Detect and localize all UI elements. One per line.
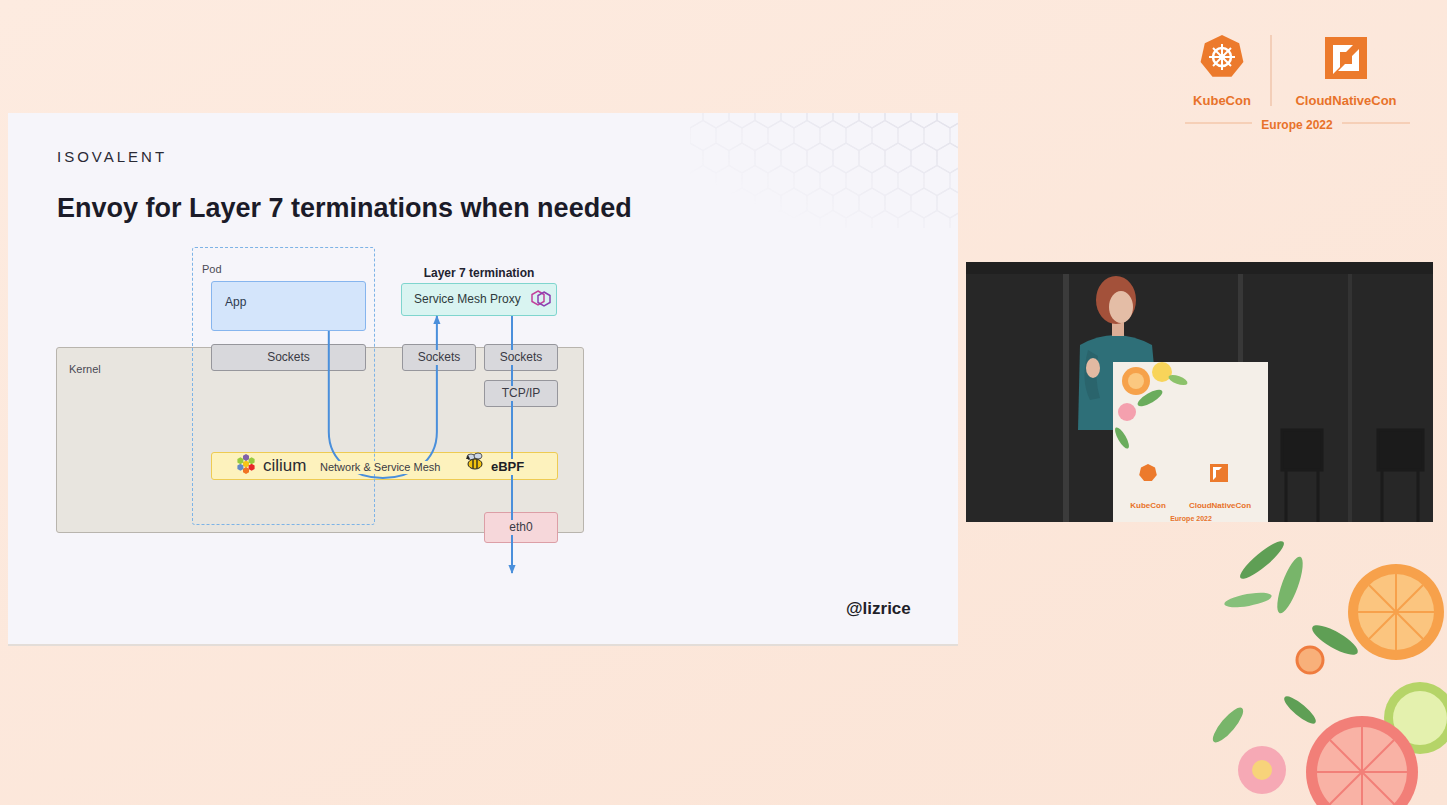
label-block: CloudNativeCon <box>1295 91 1396 109</box>
label-block: KubeCon <box>1193 91 1251 109</box>
label-block: CloudNativeCon <box>1189 494 1251 512</box>
fruit-flower-decoration <box>1208 537 1447 805</box>
ebpf-datapath-bar: cilium Network & Service Mesh eBPF <box>211 452 558 480</box>
pod-boundary: PodAppSockets <box>192 247 375 525</box>
speaker-video <box>966 262 1433 522</box>
label-block: KubeCon <box>1130 494 1166 512</box>
node-label: TCP/IP <box>499 386 544 400</box>
text-slot: Network & Service Mesh <box>317 457 488 475</box>
podium-label: KubeCon <box>1130 501 1166 511</box>
event-label: CloudNativeCon <box>1295 93 1396 109</box>
app-box: App <box>211 281 366 331</box>
node-label: eBPF <box>488 459 527 475</box>
node-label: Sockets <box>497 350 546 364</box>
socket-box: Sockets <box>402 344 476 371</box>
handle-label: @lizrice <box>846 599 911 619</box>
node-label: cilium <box>260 456 309 476</box>
label-block: @lizrice <box>846 599 911 619</box>
logo-divider <box>1270 35 1272 106</box>
ebpf-bee-logo <box>466 453 482 469</box>
slide-title: Envoy for Layer 7 terminations when need… <box>57 192 632 224</box>
node-label: Sockets <box>264 350 313 364</box>
envoy-logo <box>532 291 550 306</box>
node-heading: Layer 7 termination <box>424 266 535 280</box>
text-slot: eBPF <box>488 457 527 475</box>
label-block: ISOVALENT <box>57 148 167 166</box>
heading-slot: Layer 7 termination <box>382 263 576 281</box>
hexagon-pattern <box>690 113 958 228</box>
socket-box: Sockets <box>484 344 558 371</box>
cloudnativecon-logo <box>1325 37 1367 79</box>
event-label: KubeCon <box>1193 93 1251 109</box>
node-label: Sockets <box>415 350 464 364</box>
slide-panel <box>8 113 958 645</box>
interface-box: eth0 <box>484 512 558 543</box>
brand-label: ISOVALENT <box>57 148 167 166</box>
cilium-logo <box>237 454 254 474</box>
flow-arrow <box>511 316 513 573</box>
node-label: Service Mesh Proxy <box>411 292 524 306</box>
protocol-box: TCP/IP <box>484 380 558 407</box>
label-block: Europe 2022 <box>1170 507 1212 525</box>
kernel-region: Kernel Sockets SocketsTCP/IP cilium Network … <box>56 347 584 533</box>
title-block: Envoy for Layer 7 terminations when need… <box>57 192 632 224</box>
node-label: Pod <box>202 263 222 276</box>
podium-label: Europe 2022 <box>1170 515 1212 523</box>
text-slot: cilium <box>260 456 317 476</box>
podium-label: CloudNativeCon <box>1189 501 1251 511</box>
flow-arrow <box>329 316 437 478</box>
slide-edge <box>8 644 958 646</box>
proxy-box: Layer 7 terminationService Mesh Proxy <box>401 283 557 316</box>
node-label: App <box>222 295 249 309</box>
event-label: Europe 2022 <box>1261 118 1332 132</box>
label-block: Europe 2022 <box>1261 115 1332 133</box>
node-label: Kernel <box>66 363 104 376</box>
node-label: eth0 <box>506 520 535 534</box>
kubecon-logo <box>1201 35 1244 77</box>
socket-box: Sockets <box>211 344 366 371</box>
node-label: Network & Service Mesh <box>317 461 443 474</box>
